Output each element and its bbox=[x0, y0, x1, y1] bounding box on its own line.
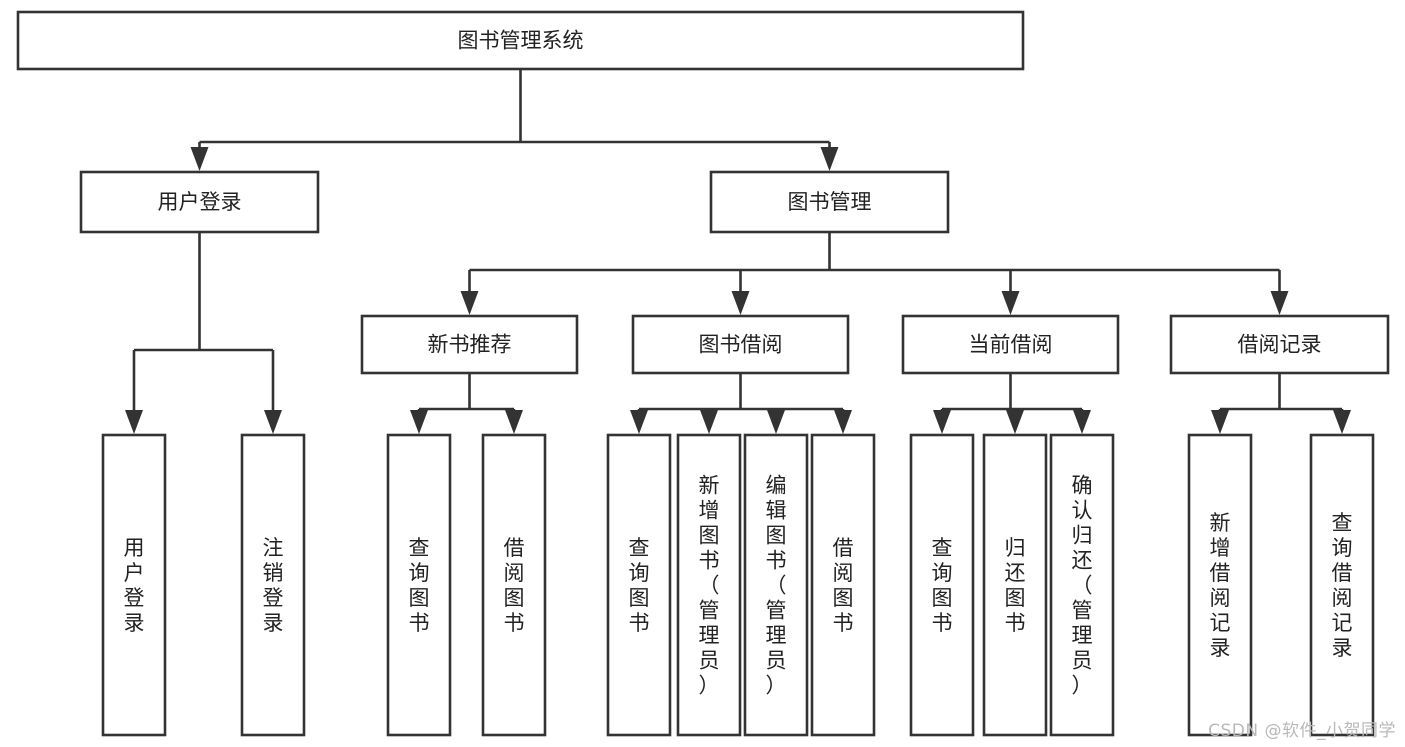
leaf-box[interactable] bbox=[101, 433, 167, 737]
leaf-node[interactable]: 查询图书 bbox=[606, 433, 672, 737]
arrow-head-icon bbox=[460, 291, 479, 315]
arrow-head-icon bbox=[125, 410, 143, 434]
arrow-head-icon bbox=[700, 410, 718, 434]
leaf-node[interactable]: 编辑图书（管理员） bbox=[743, 433, 809, 737]
leaf-node[interactable]: 归还图书 bbox=[982, 433, 1048, 737]
level2-node[interactable]: 用户登录 bbox=[79, 170, 320, 234]
node-layer: 图书管理系统用户登录图书管理新书推荐图书借阅当前借阅借阅记录用户登录注销登录查询… bbox=[16, 10, 1390, 737]
leaf-label: 查询图书 bbox=[932, 536, 953, 635]
leaf-label: 用户登录 bbox=[124, 536, 145, 635]
level3-box[interactable] bbox=[360, 314, 579, 375]
level2-label: 用户登录 bbox=[158, 190, 242, 214]
leaf-node[interactable]: 确认归还（管理员） bbox=[1049, 433, 1115, 737]
leaf-label: 查询借阅记录 bbox=[1332, 511, 1353, 660]
level3-box[interactable] bbox=[901, 314, 1120, 375]
connector-layer bbox=[125, 69, 1351, 434]
leaf-node[interactable]: 借阅图书 bbox=[481, 433, 547, 737]
level3-node[interactable]: 借阅记录 bbox=[1169, 314, 1390, 375]
level3-node[interactable]: 当前借阅 bbox=[901, 314, 1120, 375]
leaf-box[interactable] bbox=[386, 433, 452, 737]
leaf-label: 借阅图书 bbox=[504, 536, 525, 635]
arrow-head-icon bbox=[505, 410, 523, 434]
leaf-node[interactable]: 查询图书 bbox=[386, 433, 452, 737]
leaf-node[interactable]: 新增图书（管理员） bbox=[676, 433, 742, 737]
leaf-node[interactable]: 新增借阅记录 bbox=[1187, 433, 1253, 737]
leaf-box[interactable] bbox=[1309, 433, 1375, 737]
arrow-head-icon bbox=[1001, 291, 1020, 315]
level3-node[interactable]: 新书推荐 bbox=[360, 314, 579, 375]
leaf-node[interactable]: 借阅图书 bbox=[810, 433, 876, 737]
level3-node[interactable]: 图书借阅 bbox=[631, 314, 850, 375]
level2-box[interactable] bbox=[709, 170, 950, 234]
leaf-box[interactable] bbox=[240, 433, 306, 737]
leaf-box[interactable] bbox=[676, 433, 742, 737]
arrow-head-icon bbox=[767, 410, 785, 434]
leaf-label: 注销登录 bbox=[263, 536, 284, 635]
arrow-head-icon bbox=[1073, 410, 1091, 434]
level3-label: 借阅记录 bbox=[1238, 333, 1322, 357]
arrow-head-icon bbox=[410, 410, 428, 434]
level3-box[interactable] bbox=[1169, 314, 1390, 375]
root-box[interactable] bbox=[16, 10, 1025, 71]
leaf-node[interactable]: 用户登录 bbox=[101, 433, 167, 737]
leaf-label: 新增图书（管理员） bbox=[699, 474, 720, 698]
arrow-head-icon bbox=[820, 147, 839, 171]
leaf-box[interactable] bbox=[909, 433, 975, 737]
leaf-box[interactable] bbox=[810, 433, 876, 737]
leaf-label: 编辑图书（管理员） bbox=[766, 474, 787, 698]
arrow-head-icon bbox=[264, 410, 282, 434]
arrow-head-icon bbox=[190, 147, 209, 171]
arrow-head-icon bbox=[933, 410, 951, 434]
arrow-head-icon bbox=[1006, 410, 1024, 434]
root-node[interactable]: 图书管理系统 bbox=[16, 10, 1025, 71]
level3-label: 当前借阅 bbox=[969, 333, 1053, 357]
leaf-box[interactable] bbox=[1049, 433, 1115, 737]
level3-box[interactable] bbox=[631, 314, 850, 375]
arrow-head-icon bbox=[834, 410, 852, 434]
level2-label: 图书管理 bbox=[788, 190, 872, 214]
leaf-label: 查询图书 bbox=[409, 536, 430, 635]
level3-label: 图书借阅 bbox=[699, 333, 783, 357]
leaf-label: 新增借阅记录 bbox=[1210, 511, 1231, 660]
level3-label: 新书推荐 bbox=[428, 333, 512, 357]
arrow-head-icon bbox=[630, 410, 648, 434]
leaf-label: 借阅图书 bbox=[833, 536, 854, 635]
leaf-node[interactable]: 查询借阅记录 bbox=[1309, 433, 1375, 737]
leaf-box[interactable] bbox=[481, 433, 547, 737]
leaf-node[interactable]: 注销登录 bbox=[240, 433, 306, 737]
arrow-head-icon bbox=[1211, 410, 1229, 434]
level2-node[interactable]: 图书管理 bbox=[709, 170, 950, 234]
leaf-box[interactable] bbox=[982, 433, 1048, 737]
leaf-box[interactable] bbox=[1187, 433, 1253, 737]
leaf-label: 查询图书 bbox=[629, 536, 650, 635]
leaf-box[interactable] bbox=[606, 433, 672, 737]
watermark-text: CSDN @软件_小贺同学 bbox=[1208, 721, 1396, 741]
leaf-box[interactable] bbox=[743, 433, 809, 737]
arrow-head-icon bbox=[1333, 410, 1351, 434]
leaf-node[interactable]: 查询图书 bbox=[909, 433, 975, 737]
leaf-label: 归还图书 bbox=[1005, 536, 1026, 635]
root-label: 图书管理系统 bbox=[458, 29, 584, 53]
arrow-head-icon bbox=[1270, 291, 1289, 315]
level2-box[interactable] bbox=[79, 170, 320, 234]
leaf-label: 确认归还（管理员） bbox=[1072, 474, 1093, 698]
arrow-head-icon bbox=[731, 291, 750, 315]
